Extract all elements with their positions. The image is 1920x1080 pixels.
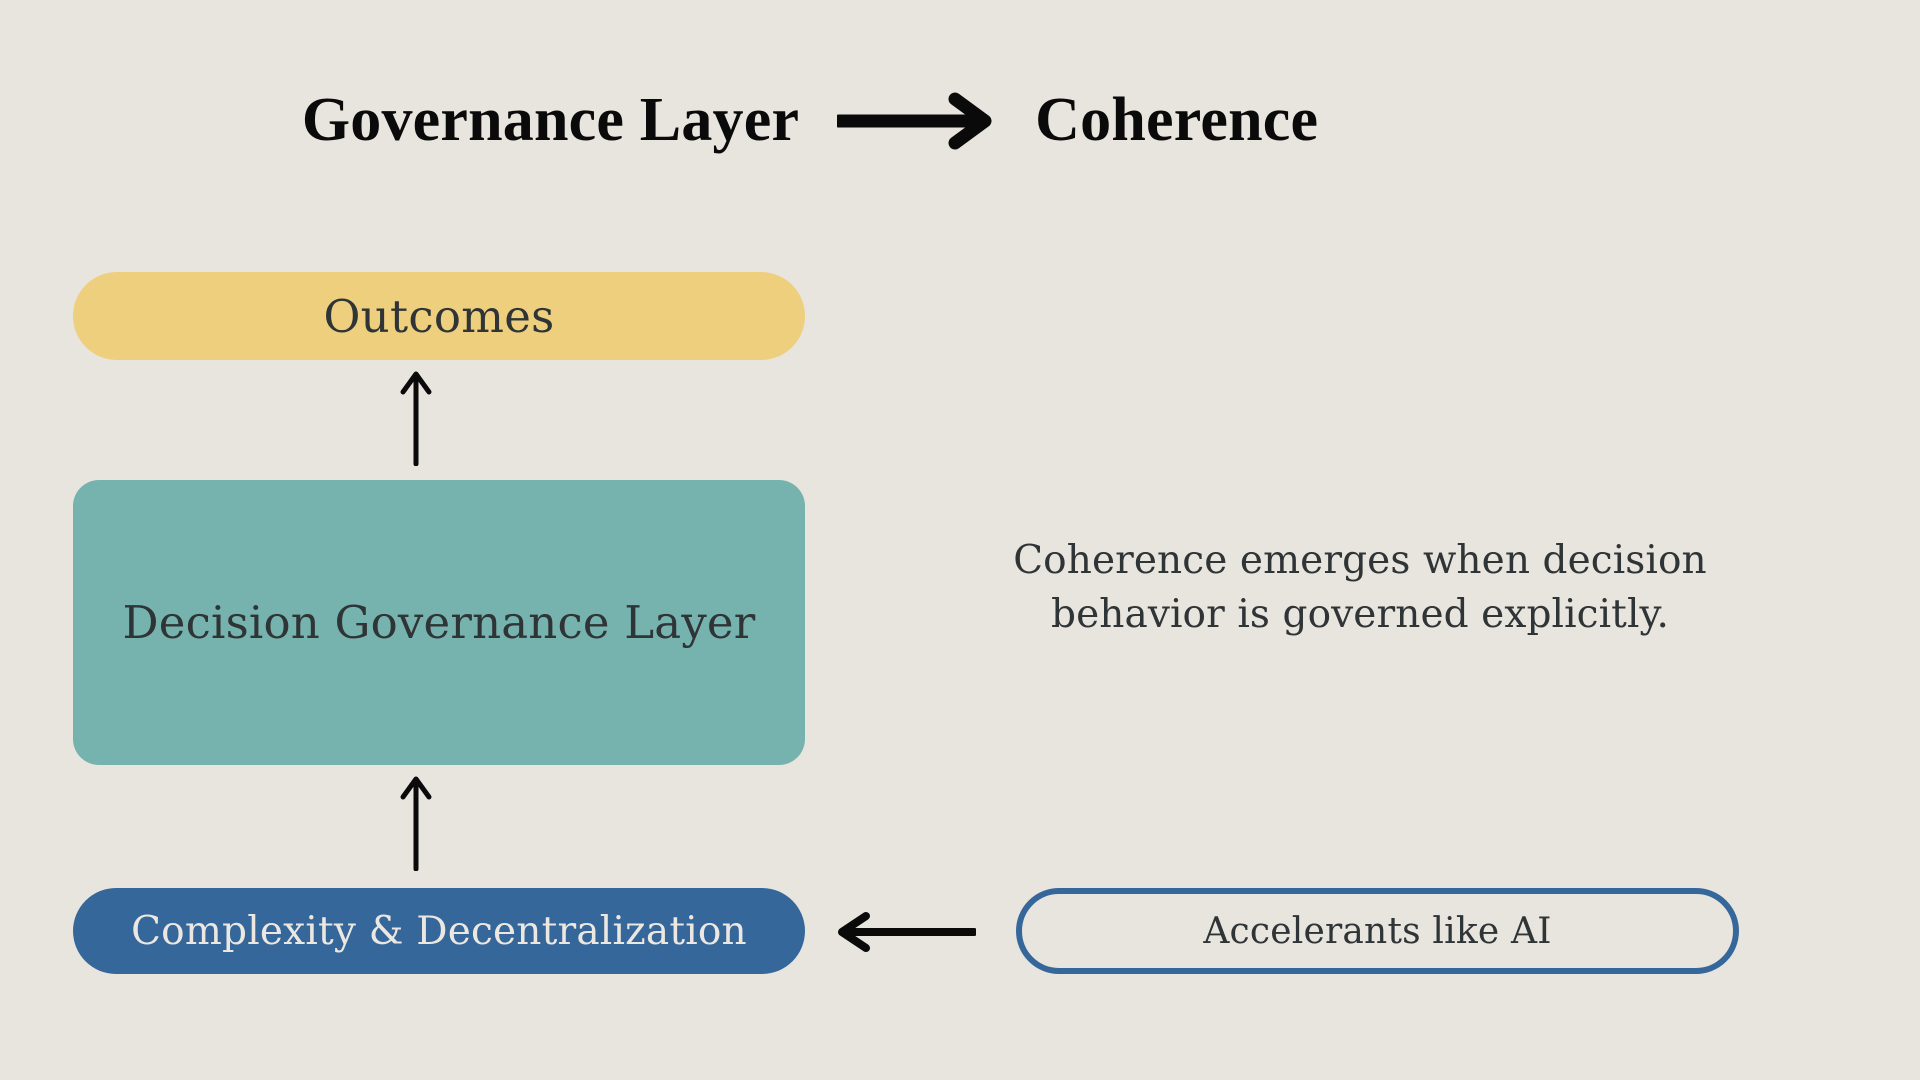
caption-line-2: behavior is governed explicitly. xyxy=(1051,591,1669,637)
title-left-text: Governance Layer xyxy=(301,86,800,154)
caption-block: Coherence emerges when decision behavior… xyxy=(960,534,1760,642)
arrow-up-icon xyxy=(400,776,432,871)
diagram-title: Governance Layer Coherence xyxy=(0,86,1620,154)
arrow-right-icon xyxy=(837,92,992,150)
arrow-left-icon xyxy=(838,912,976,952)
title-right-text: Coherence xyxy=(1035,86,1319,154)
node-complexity-decentralization-label: Complexity & Decentralization xyxy=(131,908,747,954)
node-complexity-decentralization[interactable]: Complexity & Decentralization xyxy=(73,888,805,974)
node-decision-governance-layer[interactable]: Decision Governance Layer xyxy=(73,480,805,765)
node-decision-governance-layer-label: Decision Governance Layer xyxy=(122,596,756,649)
node-accelerants[interactable]: Accelerants like AI xyxy=(1016,888,1739,974)
node-outcomes[interactable]: Outcomes xyxy=(73,272,805,360)
caption-line-1: Coherence emerges when decision xyxy=(1013,538,1707,583)
arrow-up-icon xyxy=(400,371,432,466)
node-outcomes-label: Outcomes xyxy=(323,289,555,343)
node-accelerants-label: Accelerants like AI xyxy=(1203,910,1552,952)
